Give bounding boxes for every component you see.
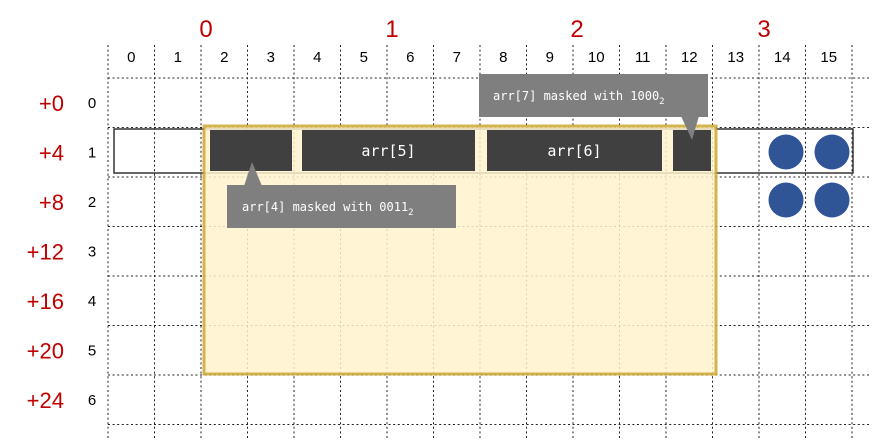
- callout-box: [227, 185, 456, 228]
- offset-label: +8: [39, 190, 64, 215]
- offset-label: +20: [27, 338, 64, 363]
- callout-text: arr[4] masked with 00112: [242, 200, 414, 218]
- column-label: 6: [406, 49, 414, 66]
- offset-label: +0: [39, 91, 64, 116]
- column-label: 1: [174, 49, 182, 66]
- byte-group-label: 2: [570, 16, 583, 43]
- column-label: 10: [588, 49, 605, 66]
- offset-label: +12: [27, 239, 64, 264]
- column-label: 9: [546, 49, 554, 66]
- offset-label: +24: [27, 388, 64, 413]
- row-label: 6: [88, 392, 96, 409]
- byte-group-label: 1: [385, 16, 398, 43]
- callout-pointer: [244, 162, 262, 186]
- element-label: arr[5]: [361, 142, 415, 160]
- callout-pointer: [681, 116, 699, 140]
- column-label: 3: [267, 49, 275, 66]
- dot-marker: [814, 182, 850, 218]
- column-label: 2: [220, 49, 228, 66]
- array-element: [210, 130, 292, 171]
- row-label: 1: [88, 144, 96, 161]
- dot-marker: [768, 182, 804, 218]
- element-arr-6: arr[6]: [487, 130, 662, 171]
- column-label: 11: [635, 49, 651, 66]
- column-label: 4: [313, 49, 321, 66]
- row-index-labels: 0 1 2 3 4 5 6: [88, 95, 96, 409]
- callout-text: arr[7] masked with 10002: [493, 89, 665, 107]
- offset-label: +16: [27, 289, 64, 314]
- padding-dots: [768, 134, 850, 218]
- byte-group-label: 3: [757, 16, 770, 43]
- column-label: 8: [499, 49, 507, 66]
- byte-group-label: 0: [199, 16, 212, 43]
- column-label: 7: [453, 49, 461, 66]
- offset-labels: +0 +4 +8 +12 +16 +20 +24: [27, 91, 64, 413]
- column-label: 13: [727, 49, 744, 66]
- dot-marker: [814, 134, 850, 170]
- column-label: 5: [360, 49, 368, 66]
- array-element: [487, 130, 662, 171]
- column-label: 12: [681, 49, 698, 66]
- row-label: 5: [88, 342, 96, 359]
- column-label: 0: [127, 49, 135, 66]
- element-arr-5: arr[5]: [302, 130, 475, 171]
- callout-arr-4: arr[4] masked with 00112: [227, 162, 456, 228]
- row-label: 4: [88, 293, 96, 310]
- column-label: 15: [820, 49, 837, 66]
- offset-label: +4: [39, 140, 64, 165]
- element-label: arr[6]: [547, 142, 601, 160]
- column-label: 14: [774, 49, 791, 66]
- dot-marker: [768, 134, 804, 170]
- element-arr-4-masked: [210, 130, 292, 171]
- callout-arr-7: arr[7] masked with 10002: [479, 74, 708, 140]
- row-label: 2: [88, 194, 96, 211]
- row-label: 3: [88, 243, 96, 260]
- byte-group-labels: 0 1 2 3: [199, 16, 770, 43]
- array-element: [302, 130, 475, 171]
- row-label: 0: [88, 95, 96, 112]
- callout-box: [479, 74, 708, 117]
